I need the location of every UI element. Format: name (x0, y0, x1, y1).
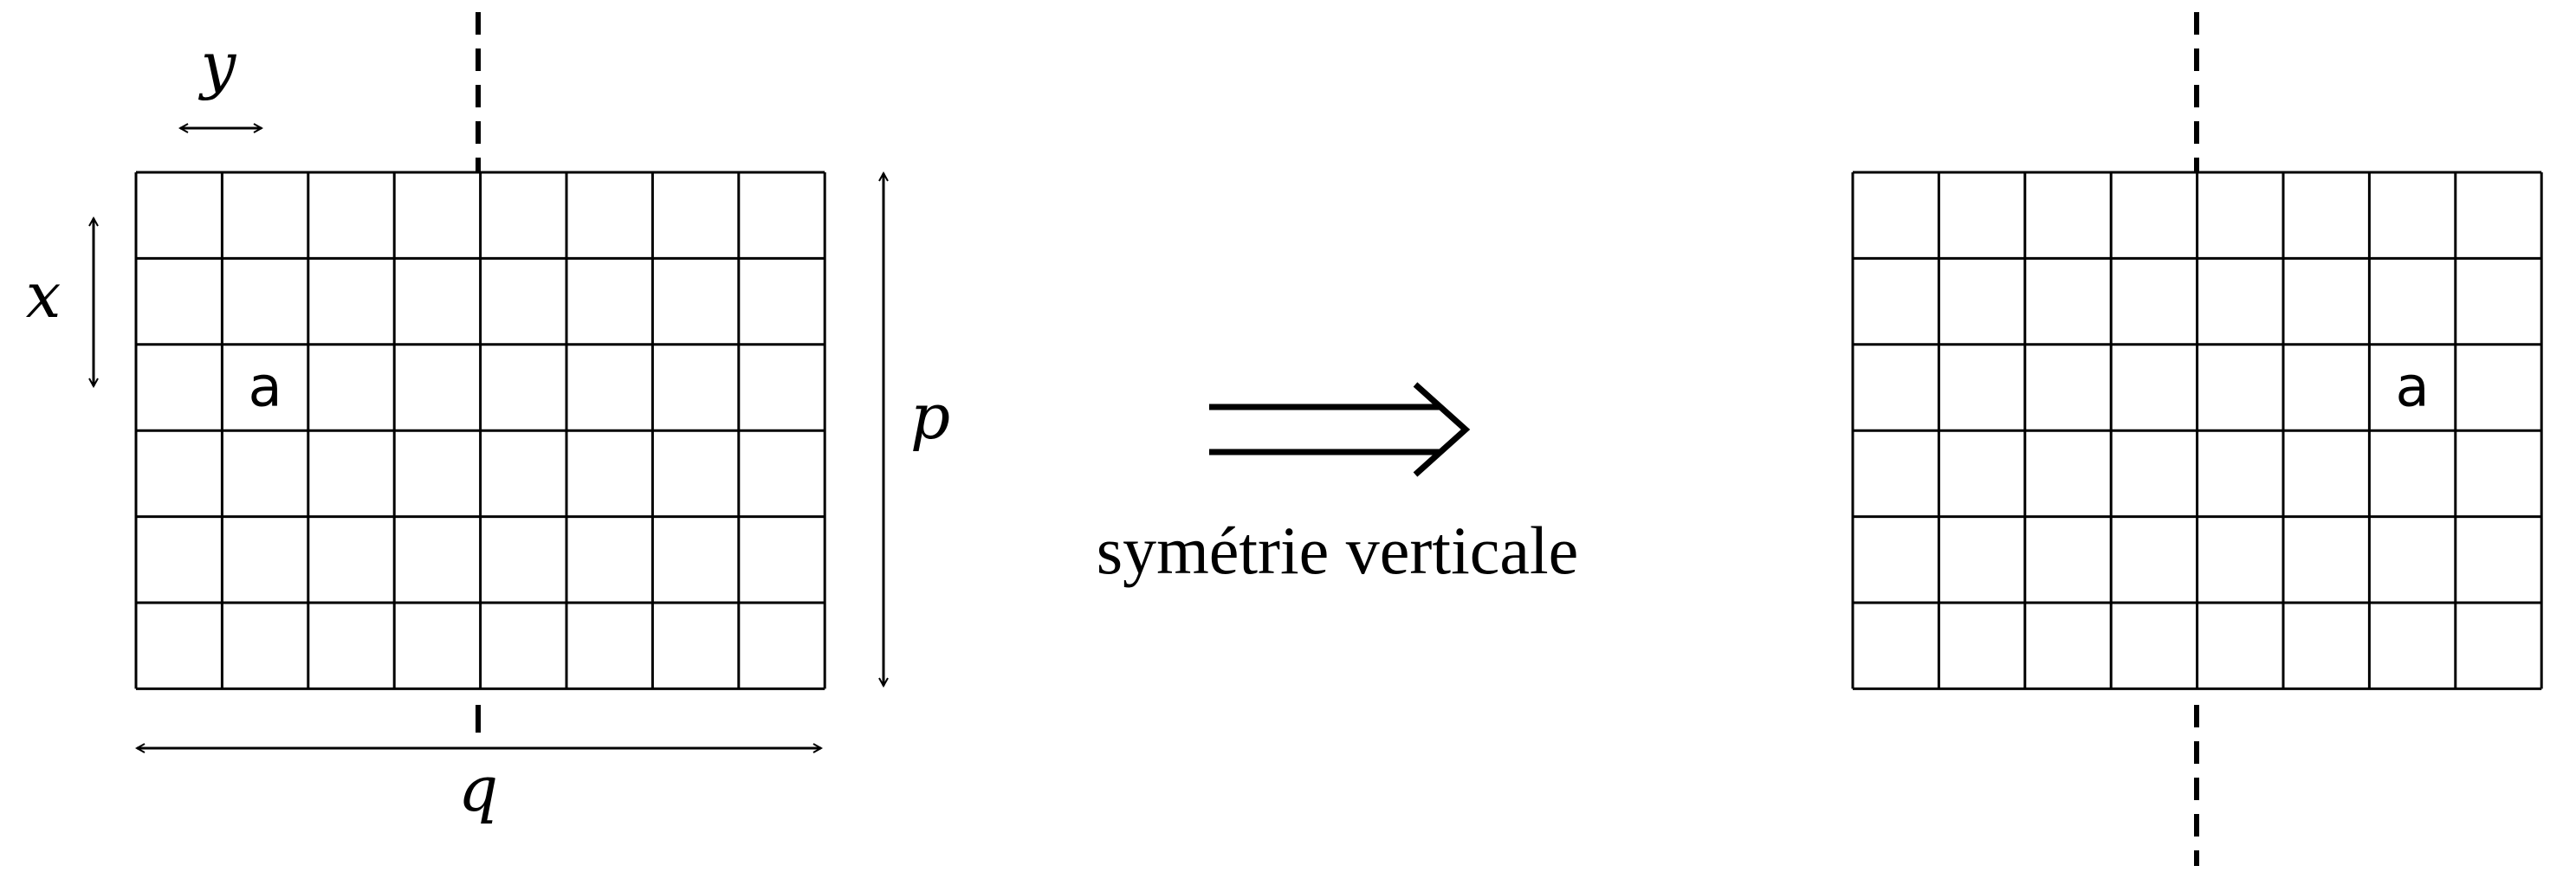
right-grid-cell-a: a (2395, 356, 2429, 420)
p-label: p (910, 380, 950, 453)
left-grid-cell-a: a (248, 356, 282, 420)
implies-arrow (1209, 382, 1471, 477)
right-grid (1851, 171, 2543, 690)
transform-label: symétrie verticale (1097, 513, 1579, 588)
y-label: y (198, 29, 237, 101)
q-label: q (458, 753, 498, 825)
left-grid (134, 171, 826, 690)
x-label: x (26, 259, 61, 332)
